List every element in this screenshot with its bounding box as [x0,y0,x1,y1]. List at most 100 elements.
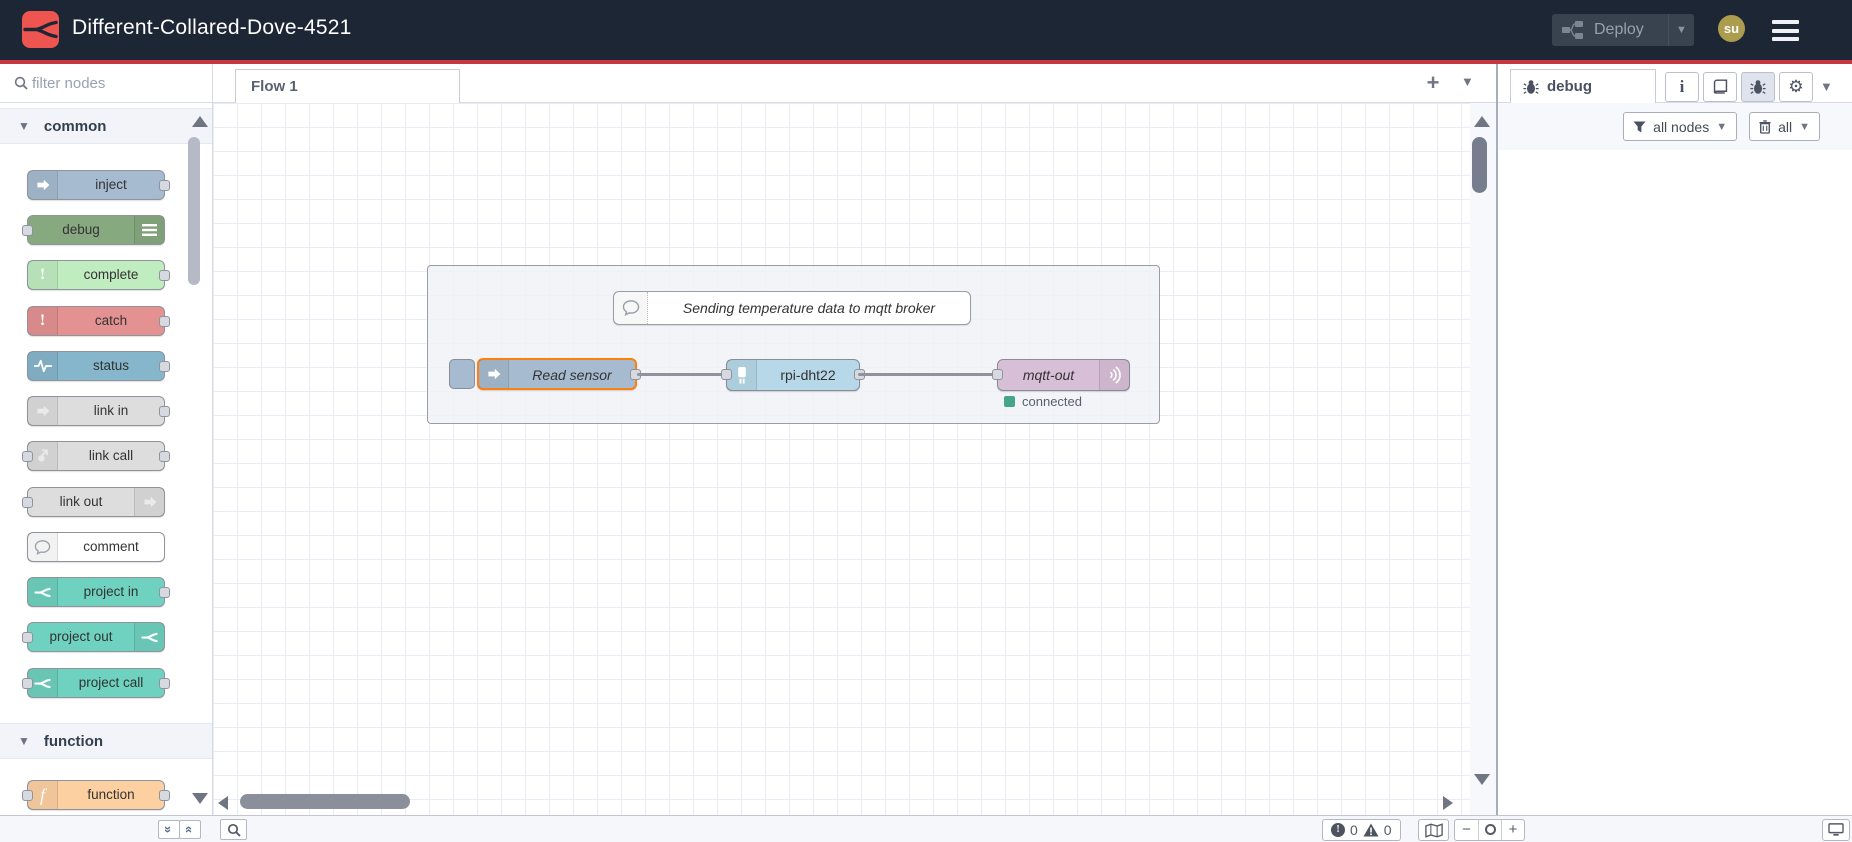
wire-sensor-to-mqtt[interactable] [858,373,1000,376]
palette-collapse-all-button[interactable]: » [158,820,180,839]
add-flow-button[interactable]: + [1426,70,1440,95]
node-status-text: connected [1022,394,1082,409]
canvas-sidebar-divider[interactable] [1496,64,1498,842]
sidebar-info-tab[interactable]: i [1665,72,1699,102]
canvas-scroll-down-arrow[interactable] [1474,774,1490,785]
broadcast-icon [1099,360,1129,390]
inject-node-read-sensor[interactable]: Read sensor [477,358,641,390]
zoom-reset-icon [1484,824,1496,835]
palette-scroll-up-arrow[interactable] [192,116,208,127]
palette-node-comment[interactable]: comment [27,532,165,562]
palette-node-link-in[interactable]: link in [27,396,170,426]
sidebar-expand-button[interactable] [1822,819,1850,841]
sidebar-tabs-caret-icon[interactable]: ▼ [1820,79,1833,94]
palette-node-link-out[interactable]: link out [22,487,165,517]
search-icon [14,76,28,90]
search-icon [227,823,241,837]
palette-node-debug[interactable]: debug [22,215,165,245]
mqtt-out-node[interactable]: mqtt-out [992,359,1130,391]
notification-counts[interactable]: ! 0 0 [1322,819,1401,841]
palette-node-project-in[interactable]: project in [27,577,170,607]
navigator-map-button[interactable] [1418,819,1449,841]
palette-node-catch[interactable]: ! catch [27,306,170,336]
output-port [159,678,170,689]
flow-canvas[interactable]: Sending temperature data to mqtt broker … [213,103,1470,815]
output-port [159,406,170,417]
palette-expand-all-button[interactable]: « [179,820,201,839]
palette-node-project-call[interactable]: project call [22,668,170,698]
zoom-in-button[interactable]: + [1501,820,1524,840]
flow-list-caret-icon[interactable]: ▼ [1461,74,1474,89]
workspace-tab-bar: Flow 1 + ▼ [213,64,1496,103]
comment-node[interactable]: Sending temperature data to mqtt broker [613,291,971,325]
flowfuse-icon [28,669,58,697]
page-title: Different-Collared-Dove-4521 [72,16,352,39]
canvas-scroll-left-arrow[interactable] [218,796,228,810]
main-menu-button[interactable] [1772,20,1799,41]
canvas-vertical-scrollbar [1470,103,1496,815]
canvas-vertical-scrollbar-thumb[interactable] [1472,137,1487,193]
debug-filter-button[interactable]: all nodes ▼ [1623,112,1738,141]
user-avatar[interactable]: su [1718,15,1745,42]
debug-message-list[interactable] [1498,150,1852,815]
zoom-out-button[interactable]: − [1462,821,1471,838]
palette-filter-input[interactable] [32,70,197,96]
sidebar-debug-tab[interactable] [1741,72,1775,102]
chevron-down-icon: ▼ [1799,120,1810,133]
palette-node-project-out[interactable]: project out [22,622,165,652]
canvas-scroll-right-arrow[interactable] [1443,796,1453,810]
link-icon [134,488,164,516]
palette-node-complete[interactable]: ! complete [27,260,170,290]
input-port [22,451,33,462]
palette-scroll-down-arrow[interactable] [192,793,208,804]
node-label: rpi-dht22 [780,367,836,383]
rpi-dht22-node[interactable]: rpi-dht22 [721,359,865,391]
link-icon [28,397,58,425]
chevron-down-icon: ▼ [18,734,30,748]
link-icon [28,442,58,470]
palette-scrollbar-thumb[interactable] [188,137,200,285]
comment-bubble-icon [28,533,58,561]
node-red-logo-icon [22,11,59,48]
tab-debug[interactable]: debug [1510,69,1656,103]
bug-icon [1750,80,1766,94]
palette-node-status[interactable]: status [27,351,170,381]
app-header: Different-Collared-Dove-4521 Deploy ▼ su [0,0,1852,60]
deploy-options-caret[interactable]: ▼ [1668,14,1694,46]
info-icon: i [1679,77,1685,96]
workspace-search-button[interactable] [220,819,247,840]
palette-node-inject[interactable]: inject [27,170,170,200]
sidebar-config-tab[interactable]: ⚙ [1779,72,1813,102]
wire-inject-to-sensor[interactable] [637,373,729,376]
output-port [159,180,170,191]
debug-clear-button[interactable]: all ▼ [1749,112,1820,141]
input-port[interactable] [721,369,732,380]
deploy-button[interactable]: Deploy ▼ [1552,14,1694,46]
canvas-scroll-up-arrow[interactable] [1474,116,1490,127]
palette-category-common[interactable]: ▼ common [0,108,212,144]
book-icon [1713,79,1727,94]
exclamation-icon: ! [28,307,58,335]
debug-toolbar: all nodes ▼ all ▼ [1498,103,1852,150]
inject-button[interactable] [449,359,475,389]
header-accent-line [0,60,1852,64]
tab-flow-1[interactable]: Flow 1 [235,69,460,103]
palette-canvas-divider [212,64,213,842]
double-chevron-down-icon: « [182,825,198,834]
comment-bubble-icon [614,292,648,324]
input-port[interactable] [992,369,1003,380]
canvas-horizontal-scrollbar-thumb[interactable] [240,794,410,809]
gear-icon: ⚙ [1788,77,1804,96]
debug-list-icon [134,216,164,244]
flowfuse-icon [134,623,164,651]
palette-node-function[interactable]: f function [22,780,170,810]
deploy-nodes-icon [1562,21,1583,39]
deploy-button-label: Deploy [1594,21,1644,38]
trash-icon [1759,119,1771,134]
sidebar-help-tab[interactable] [1703,72,1737,102]
inject-arrow-icon [28,171,58,199]
palette-category-function[interactable]: ▼ function [0,723,212,759]
palette-node-link-call[interactable]: link call [22,441,170,471]
input-port [22,225,33,236]
zoom-reset-button[interactable] [1478,820,1501,840]
